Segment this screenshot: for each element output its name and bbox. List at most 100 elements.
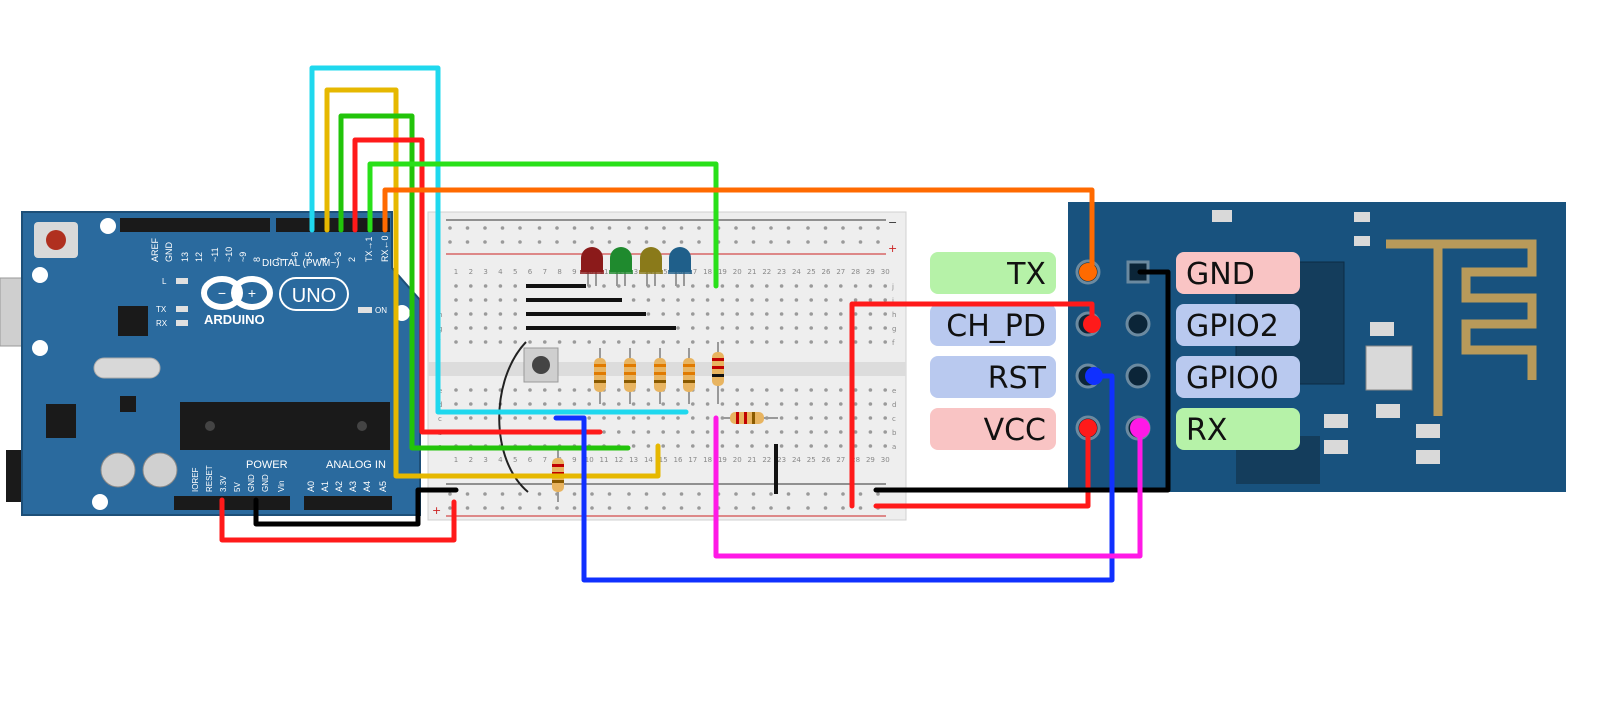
breadboard-hole bbox=[765, 388, 769, 392]
breadboard-hole bbox=[676, 402, 680, 406]
breadboard-hole bbox=[483, 416, 488, 420]
breadboard-hole bbox=[720, 444, 725, 448]
rail-hole bbox=[537, 492, 542, 496]
breadboard-hole bbox=[528, 340, 532, 344]
power-pin-label: 3.3V bbox=[219, 475, 228, 492]
breadboard-hole bbox=[883, 326, 887, 330]
rail-hole bbox=[786, 226, 791, 230]
wire-end-dot bbox=[1079, 263, 1097, 281]
breadboard-hole bbox=[883, 284, 887, 288]
rail-hole bbox=[448, 226, 452, 230]
column-number: 15 bbox=[659, 456, 668, 464]
breadboard-hole bbox=[498, 340, 503, 344]
rail-hole bbox=[679, 492, 684, 496]
column-number: 28 bbox=[851, 456, 860, 464]
breadboard-hole bbox=[809, 298, 813, 302]
breadboard-hole bbox=[705, 402, 710, 406]
rail-hole bbox=[823, 226, 828, 230]
column-number: 30 bbox=[881, 268, 890, 276]
breadboard-hole bbox=[705, 430, 710, 434]
breadboard-hole bbox=[735, 284, 739, 288]
breadboard-hole bbox=[883, 430, 887, 434]
smd-component bbox=[1370, 322, 1394, 336]
rail-hole bbox=[627, 240, 631, 244]
analog-header bbox=[304, 496, 392, 510]
breadboard-hole bbox=[853, 430, 858, 434]
rail-hole bbox=[679, 506, 684, 510]
rail-hole bbox=[734, 506, 738, 510]
rail-hole bbox=[627, 492, 631, 496]
breadboard-hole bbox=[853, 402, 858, 406]
esp-pin-label-gpio0: GPIO0 bbox=[1176, 356, 1300, 398]
breadboard-hole bbox=[839, 444, 843, 448]
voltage-regulator bbox=[46, 404, 76, 438]
column-number: 24 bbox=[792, 456, 801, 464]
breadboard-hole bbox=[868, 340, 873, 344]
column-number: 25 bbox=[807, 456, 816, 464]
chip-dot bbox=[205, 421, 215, 431]
digital-pin-label: TX→1 bbox=[364, 236, 374, 262]
esp-pin-label-gpio2: GPIO2 bbox=[1176, 304, 1300, 346]
breadboard-hole bbox=[469, 402, 473, 406]
breadboard-hole bbox=[676, 284, 680, 288]
esp-pin-label-rx: RX bbox=[1176, 408, 1300, 450]
breadboard-hole bbox=[779, 416, 784, 420]
rail-hole bbox=[518, 226, 522, 230]
breadboard-hole bbox=[691, 312, 695, 316]
breadboard-hole bbox=[661, 416, 665, 420]
column-number: 18 bbox=[703, 456, 712, 464]
rail-hole bbox=[751, 492, 756, 496]
breadboard-hole bbox=[469, 284, 473, 288]
breadboard-hole bbox=[631, 402, 636, 406]
digital-pin-label: 13 bbox=[180, 252, 190, 262]
breadboard-hole bbox=[883, 298, 887, 302]
rail-hole bbox=[607, 226, 612, 230]
rail-hole bbox=[465, 492, 470, 496]
breadboard-hole bbox=[631, 444, 636, 448]
wire-red bbox=[352, 137, 603, 435]
digital-pin-label: AREF bbox=[150, 237, 160, 262]
breadboard-hole bbox=[809, 388, 813, 392]
row-letter: c bbox=[892, 415, 896, 423]
breadboard-hole bbox=[483, 298, 488, 302]
smd-component bbox=[1376, 404, 1400, 418]
rail-hole bbox=[662, 492, 666, 496]
breadboard-hole bbox=[809, 340, 813, 344]
breadboard-hole bbox=[765, 340, 769, 344]
column-number: 26 bbox=[822, 456, 831, 464]
breadboard-hole bbox=[853, 284, 858, 288]
breadboard-hole bbox=[454, 388, 458, 392]
rail-hole bbox=[697, 226, 701, 230]
wire-orange bbox=[382, 187, 1095, 275]
rail-hole bbox=[786, 240, 791, 244]
led-red bbox=[580, 247, 604, 286]
digital-pin-label: ~3 bbox=[333, 252, 343, 262]
rail-hole bbox=[607, 506, 612, 510]
rail-hole bbox=[734, 226, 738, 230]
rail-hole bbox=[607, 240, 612, 244]
row-letter: b bbox=[892, 429, 897, 437]
wire-black-gnd bbox=[873, 269, 1171, 493]
breadboard-hole bbox=[824, 340, 828, 344]
breadboard-hole bbox=[631, 298, 636, 302]
rail-hole bbox=[858, 492, 863, 496]
rail-hole bbox=[662, 506, 666, 510]
rail-hole bbox=[841, 506, 845, 510]
breadboard-hole bbox=[498, 312, 503, 316]
rail-hole bbox=[858, 240, 863, 244]
breadboard-hole bbox=[661, 284, 665, 288]
column-number: 19 bbox=[718, 268, 727, 276]
breadboard-hole bbox=[543, 340, 547, 344]
breadboard-hole bbox=[883, 340, 887, 344]
smd-component bbox=[1212, 210, 1232, 222]
analog-pin-label: A4 bbox=[362, 481, 372, 492]
breadboard-hole bbox=[824, 430, 828, 434]
breadboard-hole bbox=[779, 402, 784, 406]
wire-end-dot bbox=[1085, 367, 1103, 385]
column-number: 9 bbox=[572, 268, 576, 276]
breadboard-hole bbox=[779, 298, 784, 302]
svg-text:CH_PD: CH_PD bbox=[946, 309, 1046, 344]
rx-led bbox=[176, 320, 188, 326]
